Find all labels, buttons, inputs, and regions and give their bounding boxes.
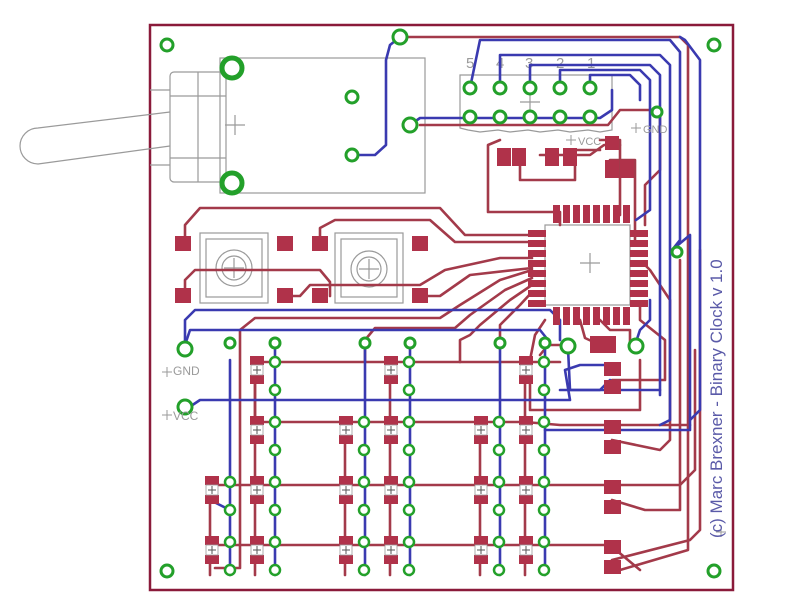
led-1-3 — [384, 415, 416, 457]
smd-pads — [175, 136, 634, 574]
pin-label-1: 1 — [587, 55, 595, 72]
pin-label-5: 5 — [466, 55, 474, 72]
led-2-0 — [205, 475, 237, 517]
led-1-4 — [474, 415, 506, 457]
led-1-2 — [339, 415, 371, 457]
mcu-pins — [528, 205, 648, 325]
pushbutton-right-outline — [334, 232, 404, 304]
led-2-3 — [384, 475, 416, 517]
led-3-2 — [339, 535, 371, 577]
led-3-4 — [474, 535, 506, 577]
pushbutton-left-outline — [199, 232, 269, 304]
vcc-header-label: VCC — [578, 136, 601, 148]
led-0-1 — [250, 355, 282, 397]
pin-label-3: 3 — [525, 55, 533, 72]
led-1-1 — [250, 415, 282, 457]
led-3-5 — [519, 535, 551, 577]
led-0-3 — [384, 355, 416, 397]
bottom-layer-traces — [183, 35, 702, 577]
mcu-outline — [544, 224, 631, 306]
through-hole-vias — [176, 28, 684, 416]
mounting-holes — [159, 37, 722, 579]
toggle-switch-outline — [19, 57, 426, 194]
pin-label-2: 2 — [556, 55, 564, 72]
silk-crosshairs — [162, 123, 726, 537]
gnd-power-label: GND — [173, 364, 200, 378]
led-3-1 — [250, 535, 282, 577]
board-credit-text: (c) Marc Brexner - Binary Clock v 1.0 — [707, 259, 726, 538]
led-0-5 — [519, 355, 551, 397]
led-2-4 — [474, 475, 506, 517]
led-1-5 — [519, 415, 551, 457]
led-2-2 — [339, 475, 371, 517]
gnd-header-label: GND — [643, 124, 668, 136]
led-2-5 — [519, 475, 551, 517]
board-outline — [148, 23, 735, 592]
vcc-power-label: VCC — [173, 409, 199, 423]
led-3-0 — [205, 535, 237, 577]
power-labels: VCC GND GND VCC — [173, 124, 668, 423]
led-2-1 — [250, 475, 282, 517]
led-3-3 — [384, 535, 416, 577]
led-matrix — [205, 355, 551, 577]
